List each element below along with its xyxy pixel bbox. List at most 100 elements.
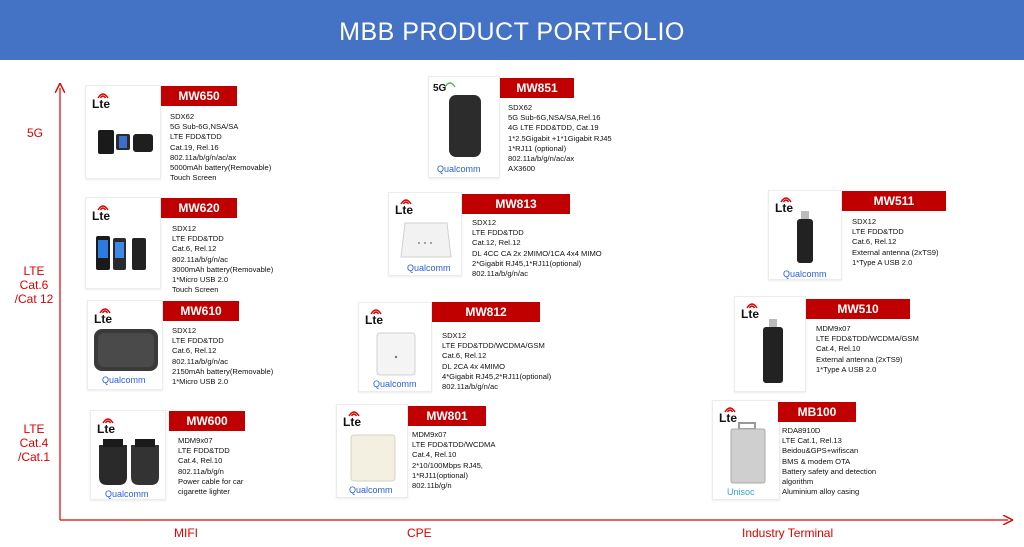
spec-line: 802.11a/b/g/n/ac/ax <box>170 152 237 162</box>
spec-line: Cat.6, Rel.12 <box>172 244 217 254</box>
spec-line: LTE FDD&TDD/WCDMA/GSM <box>442 341 545 351</box>
brand-label: Qualcomm <box>349 485 393 495</box>
spec-line: Touch Screen <box>172 285 219 295</box>
model-label-mw801: MW801 <box>408 406 486 426</box>
product-image-mw812: Lte Qualcomm <box>358 302 432 392</box>
spec-line: Power cable for car <box>178 476 244 486</box>
model-label-mw851: MW851 <box>500 78 574 98</box>
spec-line: LTE FDD&TDD <box>170 132 222 142</box>
spec-line: 2*Gigabit RJ45,1*RJ11(optional) <box>472 258 582 268</box>
spec-line: LTE FDD&TDD <box>172 336 224 346</box>
spec-line: DL 4CC CA 2x 2MIMO/1CA 4x4 MIMO <box>472 248 602 258</box>
page-title: MBB PRODUCT PORTFOLIO <box>339 17 685 46</box>
spec-line: algorithm <box>782 477 814 487</box>
spec-line: Cat.6, Rel.12 <box>852 237 897 247</box>
device-image <box>94 329 158 371</box>
spec-line: MDM9x07 <box>178 436 213 445</box>
spec-line: Cat.4, Rel.10 <box>816 344 861 354</box>
specs-mw812: SDX12 LTE FDD&TDD/WCDMA/GSM Cat.6, Rel.1… <box>442 331 551 392</box>
brand-label: Qualcomm <box>783 269 827 279</box>
model-label-mw813: MW813 <box>462 194 570 214</box>
spec-line: LTE FDD&TDD <box>172 234 224 244</box>
signal-icon <box>400 199 412 205</box>
spec-line: 802.11a/b/g/n/ac <box>472 269 529 279</box>
y-label-line: Cat.6 <box>19 278 49 292</box>
x-label-mifi: MIFI <box>174 526 198 540</box>
spec-line: DL 2CA 4x 4MIMO <box>442 361 506 371</box>
product-image-mb100: Lte Unisoc <box>712 400 780 500</box>
spec-line: 802.11a/b/g/n/ac <box>172 254 229 264</box>
spec-line: SDX12 <box>472 218 497 227</box>
brand-label: Qualcomm <box>373 379 417 389</box>
device-image <box>797 211 813 263</box>
y-label-line: /Cat 12 <box>14 292 54 306</box>
signal-icon <box>370 309 382 315</box>
spec-line: SDX12 <box>852 217 877 226</box>
spec-line: 5000mAh battery(Removable) <box>170 163 272 173</box>
spec-line: 1*Micro USB 2.0 <box>172 377 229 387</box>
lte-badge: Lte <box>94 312 112 326</box>
spec-line: 5G Sub-6G,NSA/SA <box>170 122 239 132</box>
spec-line: 802.11a/b/g/n/ac/ax <box>508 154 575 164</box>
spec-line: 802.11a/b/g/n/ac <box>172 356 229 366</box>
lte-badge: Lte <box>395 203 413 217</box>
specs-mb100: RDA8910D LTE Cat.1, Rel.13 Beidou&GPS+wi… <box>782 426 876 497</box>
model-label-mw600: MW600 <box>169 411 245 431</box>
spec-line: LTE FDD&TDD <box>852 227 904 237</box>
spec-line: Cat.12, Rel.12 <box>472 238 521 248</box>
specs-mw650: SDX62 5G Sub-6G,NSA/SA LTE FDD&TDD Cat.1… <box>170 112 271 183</box>
specs-mw610: SDX12 LTE FDD&TDD Cat.6, Rel.12 802.11a/… <box>172 326 273 387</box>
device-image <box>96 236 146 270</box>
5g-badge: 5G <box>433 83 447 94</box>
spec-line: LTE FDD&TDD/WCDMA <box>412 440 496 450</box>
spec-line: 1*RJ11(optional) <box>412 470 468 480</box>
specs-mw511: SDX12 LTE FDD&TDD Cat.6, Rel.12 External… <box>852 217 939 268</box>
spec-line: Aluminium alloy casing <box>782 487 860 497</box>
spec-line: SDX12 <box>172 326 197 335</box>
spec-line: Cat.19, Rel.16 <box>170 142 219 152</box>
signal-icon <box>102 418 114 424</box>
lte-badge: Lte <box>97 422 115 436</box>
spec-line: Touch Screen <box>170 173 217 183</box>
product-image-mw620: Lte <box>85 197 161 289</box>
spec-line: 1*Type A USB 2.0 <box>816 364 877 374</box>
device-image <box>730 422 766 484</box>
product-image-mw610: Lte Qualcomm <box>87 300 163 390</box>
spec-line: 1*2.5Gigabit +1*1Gigabit RJ45 <box>508 133 612 143</box>
model-label-mw812: MW812 <box>432 302 540 322</box>
spec-line: Cat.6, Rel.12 <box>172 346 217 356</box>
spec-line: 5G Sub-6G,NSA/SA,Rel.16 <box>508 113 601 123</box>
spec-line: Beidou&GPS+wifiscan <box>782 446 859 456</box>
spec-line: SDX62 <box>508 103 533 112</box>
specs-mw801: MDM9x07 LTE FDD&TDD/WCDMA Cat.4, Rel.10 … <box>412 430 495 491</box>
device-image <box>98 130 153 154</box>
product-image-mw511: Lte Qualcomm <box>768 190 842 280</box>
device-image <box>376 332 416 376</box>
spec-line: RDA8910D <box>782 426 821 435</box>
spec-line: 2150mAh battery(Removable) <box>172 366 274 376</box>
device-image <box>350 434 396 482</box>
signal-icon <box>97 205 109 211</box>
spec-line: 802.11a/b/g/n <box>178 466 224 476</box>
signal-icon <box>444 82 456 88</box>
signal-icon <box>724 407 736 413</box>
y-label-5g: 5G <box>20 126 50 140</box>
product-image-mw510: Lte <box>734 296 806 392</box>
model-label-mw511: MW511 <box>842 191 946 211</box>
spec-line: Cat.6, Rel.12 <box>442 351 487 361</box>
spec-line: Cat.4, Rel.10 <box>178 456 223 466</box>
signal-icon <box>97 93 109 99</box>
spec-line: External antenna (2xTS9) <box>816 354 903 364</box>
spec-line: SDX12 <box>172 224 197 233</box>
brand-label: Qualcomm <box>102 375 146 385</box>
device-image <box>449 95 481 157</box>
product-image-mw851: 5G Qualcomm <box>428 76 500 178</box>
spec-line: External antenna (2xTS9) <box>852 247 939 257</box>
spec-line: 3000mAh battery(Removable) <box>172 264 274 274</box>
lte-badge: Lte <box>92 209 110 223</box>
device-image <box>400 222 452 258</box>
spec-line: Cat.4, Rel.10 <box>412 450 457 460</box>
model-label-mw620: MW620 <box>161 198 237 218</box>
model-label-mw610: MW610 <box>163 301 239 321</box>
